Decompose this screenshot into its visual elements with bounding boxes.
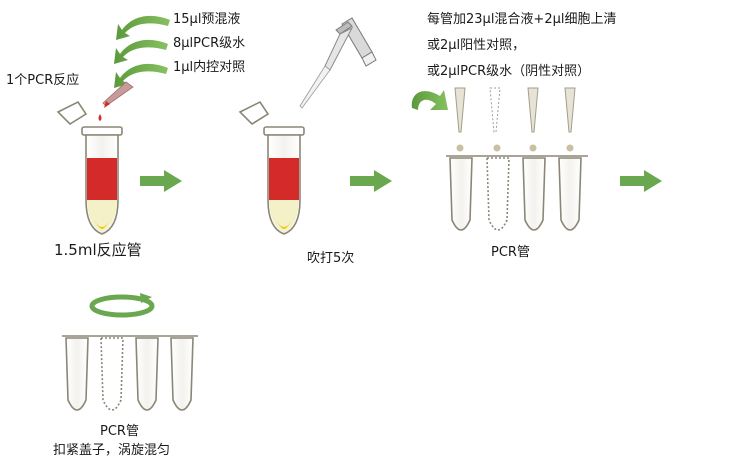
pcr-strip-icon	[446, 155, 588, 231]
right-arrow-icon	[350, 170, 392, 192]
instruction-line-2: 或2μl阳性对照，	[427, 38, 526, 53]
instruction-line-1: 每管加23μl混合液+2μl细胞上清	[427, 12, 617, 27]
pipette-tips-icon	[454, 87, 576, 133]
pcr-tube-caption-2: PCR管	[100, 424, 139, 439]
tube-label: 1.5ml反应管	[54, 241, 142, 259]
add-item-internal-control: 1μl内控对照	[173, 60, 246, 75]
pipette-tip-icon	[98, 81, 134, 121]
add-item-premix: 15μl预混液	[173, 12, 241, 27]
droplet-icon	[456, 144, 574, 152]
add-item-water: 8μlPCR级水	[173, 36, 246, 51]
tube-mixing-icon	[238, 100, 305, 235]
vortex-arrow-icon	[89, 293, 155, 318]
curved-arrow-icon	[114, 63, 168, 88]
right-arrow-icon	[620, 170, 662, 192]
mix-caption: 吹打5次	[307, 251, 355, 266]
vortex-instruction: 扣紧盖子，涡旋混匀	[53, 443, 171, 458]
instruction-line-3: 或2μlPCR级水（阴性对照）	[427, 64, 591, 79]
reaction-label: 1个PCR反应	[6, 73, 80, 88]
pcr-strip-closed-icon	[62, 335, 198, 411]
red-drop-icon	[98, 114, 102, 121]
tube-1-5ml-icon	[56, 100, 123, 235]
pcr-tube-caption: PCR管	[491, 245, 530, 260]
curved-arrow-icon	[411, 90, 448, 110]
curved-arrow-icon	[114, 39, 168, 64]
pipette-icon	[299, 17, 377, 109]
right-arrow-icon	[140, 170, 182, 192]
curved-arrow-icon	[116, 15, 170, 40]
